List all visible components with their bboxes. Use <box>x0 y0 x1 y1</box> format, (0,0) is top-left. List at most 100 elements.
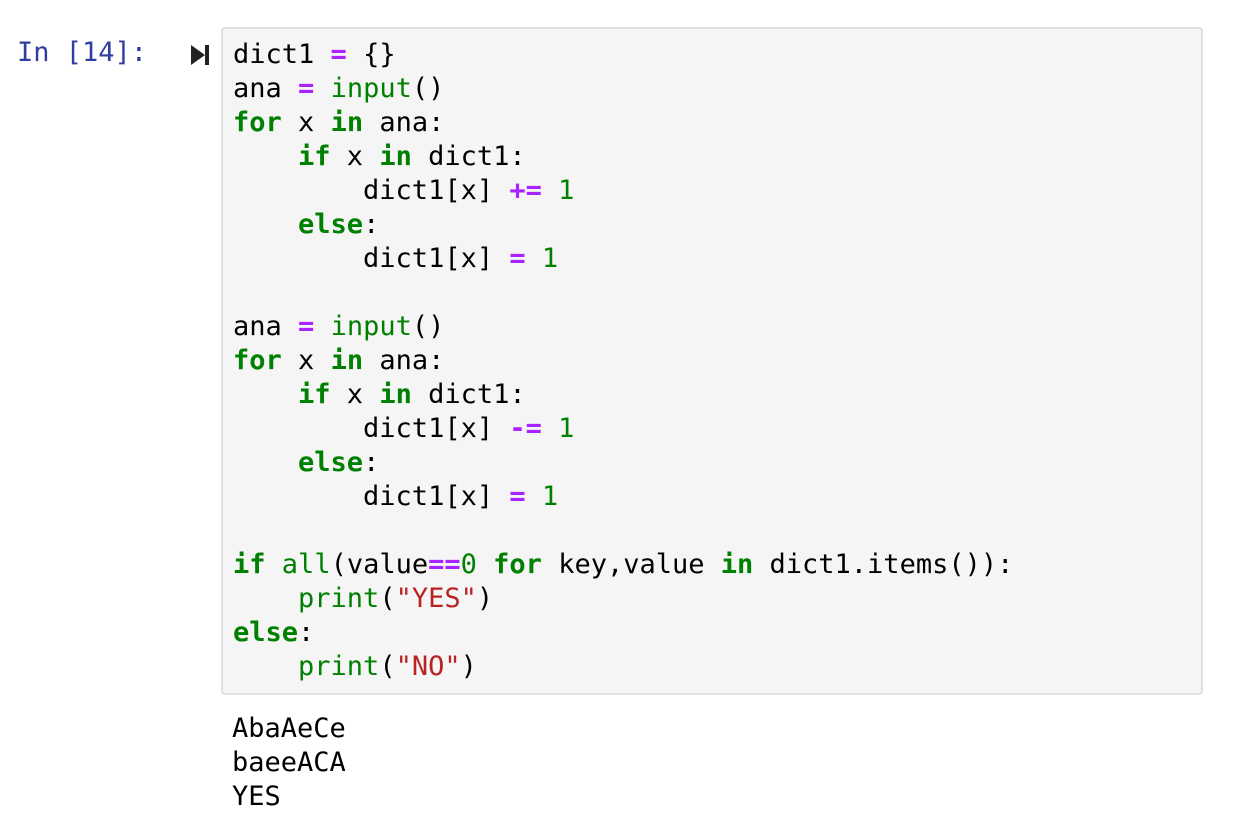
code-token: in <box>379 379 412 410</box>
run-cell-button[interactable] <box>189 44 211 66</box>
code-line: dict1[x] += 1 <box>233 174 1013 208</box>
code-token: x <box>330 379 380 410</box>
output-line: AbaAeCe <box>232 713 346 744</box>
code-line: if x in dict1: <box>233 140 1013 174</box>
code-token: dict1: <box>411 379 526 410</box>
code-line: else: <box>233 208 1013 242</box>
code-token <box>233 447 298 478</box>
code-token: += <box>509 175 542 206</box>
code-line <box>233 276 1013 310</box>
code-line: if all(value==0 for key,value in dict1.i… <box>233 548 1013 582</box>
code-token: else <box>298 447 364 478</box>
code-token: if <box>298 379 331 410</box>
code-token <box>314 311 330 342</box>
code-token: dict1 <box>233 39 331 70</box>
code-token: input <box>330 311 412 342</box>
code-line: dict1[x] -= 1 <box>233 412 1013 446</box>
code-token: 1 <box>541 243 559 274</box>
code-line: ana = input() <box>233 72 1013 106</box>
code-token: {} <box>346 39 396 70</box>
code-token <box>477 549 493 580</box>
output-line: baeeACA <box>232 747 346 778</box>
code-token: dict1[x] <box>233 481 510 512</box>
code-token: input <box>330 73 412 104</box>
code-token: else <box>233 617 299 648</box>
code-token: for <box>233 107 282 138</box>
code-token <box>314 73 330 104</box>
code-token: else <box>298 209 364 240</box>
cell-prompt: In [14]: <box>17 37 148 68</box>
code-editor[interactable]: dict1 = {}ana = input()for x in ana: if … <box>233 38 1013 684</box>
code-line: for x in ana: <box>233 344 1013 378</box>
code-line: print("NO") <box>233 650 1013 684</box>
code-token: key,value <box>541 549 721 580</box>
code-token: if <box>298 141 331 172</box>
code-token: (value <box>330 549 429 580</box>
code-token: -= <box>509 413 542 444</box>
code-token: in <box>330 107 364 138</box>
code-token: 1 <box>558 175 575 206</box>
code-token <box>266 549 282 580</box>
code-token <box>526 481 542 512</box>
code-token: "NO" <box>395 651 461 682</box>
code-line: dict1[x] = 1 <box>233 242 1013 276</box>
code-token: = <box>509 481 526 512</box>
code-token: print <box>298 651 380 682</box>
code-line: else: <box>233 616 1013 650</box>
code-token: ( <box>379 651 396 682</box>
code-token: dict1.items()): <box>753 549 1014 580</box>
code-token: = <box>298 311 315 342</box>
code-token: in <box>330 345 364 376</box>
code-token: 1 <box>541 481 559 512</box>
code-token: dict1[x] <box>233 243 510 274</box>
code-token: ana: <box>363 345 445 376</box>
output-line: YES <box>232 781 281 812</box>
code-token: if <box>233 549 266 580</box>
code-token <box>542 413 558 444</box>
code-token: print <box>298 583 380 614</box>
code-token: in <box>720 549 754 580</box>
code-input-area[interactable]: dict1 = {}ana = input()for x in ana: if … <box>221 27 1203 695</box>
code-token: all <box>281 549 331 580</box>
code-token <box>233 651 298 682</box>
code-token <box>233 141 298 172</box>
code-line: for x in ana: <box>233 106 1013 140</box>
code-line: print("YES") <box>233 582 1013 616</box>
code-token: : <box>363 209 380 240</box>
code-token <box>233 379 298 410</box>
code-token: x <box>281 345 331 376</box>
code-line: else: <box>233 446 1013 480</box>
code-token <box>542 175 558 206</box>
code-token: for <box>493 549 542 580</box>
code-token <box>233 209 298 240</box>
code-token: x <box>330 141 380 172</box>
code-token: in <box>379 141 412 172</box>
code-token: = <box>509 243 526 274</box>
code-line <box>233 514 1013 548</box>
code-line: ana = input() <box>233 310 1013 344</box>
code-token: dict1: <box>411 141 526 172</box>
code-token: ) <box>460 651 477 682</box>
code-token: : <box>298 617 315 648</box>
code-line: dict1 = {} <box>233 38 1013 72</box>
code-line: dict1[x] = 1 <box>233 480 1013 514</box>
code-token: for <box>233 345 282 376</box>
code-token: == <box>428 549 461 580</box>
code-token: ana <box>233 311 299 342</box>
code-token: 1 <box>558 413 575 444</box>
run-cell-icon <box>191 45 209 65</box>
code-token <box>526 243 542 274</box>
code-token: "YES" <box>395 583 477 614</box>
code-token: dict1[x] <box>233 413 510 444</box>
code-token <box>233 583 298 614</box>
code-token: x <box>281 107 331 138</box>
code-token: : <box>363 447 380 478</box>
code-token: = <box>298 73 315 104</box>
code-token: dict1[x] <box>233 175 510 206</box>
code-line: if x in dict1: <box>233 378 1013 412</box>
code-token: ) <box>476 583 494 614</box>
code-token: = <box>330 39 347 70</box>
code-token: () <box>411 73 445 104</box>
code-token: ana: <box>363 107 445 138</box>
